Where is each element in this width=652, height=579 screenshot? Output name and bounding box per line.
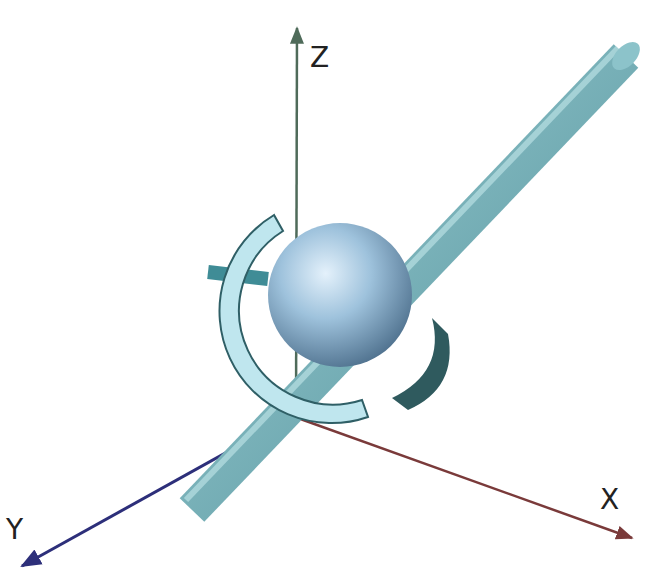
x-axis [292,416,632,538]
rod [192,56,626,510]
axis-label: Z [310,44,329,72]
z-axis [296,28,297,418]
sphere [268,223,412,367]
axis-label: Y [6,516,23,544]
axis-label: X [600,486,619,514]
rod-highlight [186,48,618,500]
rod-end [607,37,645,75]
